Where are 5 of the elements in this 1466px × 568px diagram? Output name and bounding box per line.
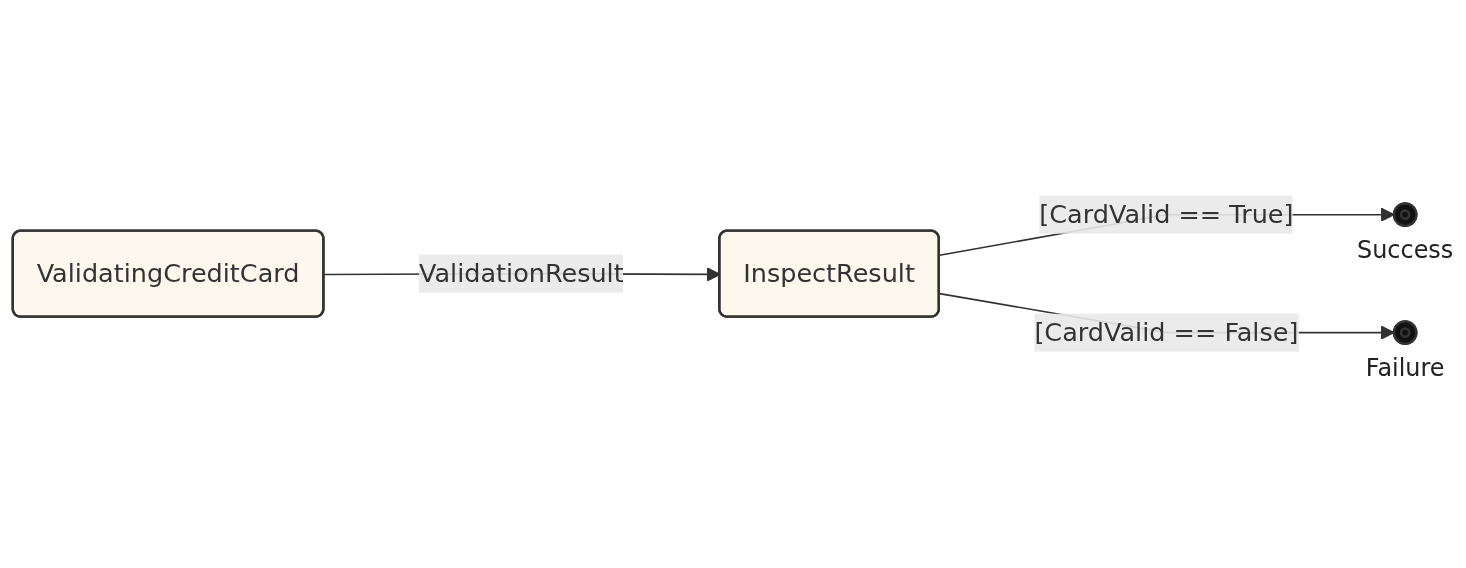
state-caption: Failure [1365,353,1445,382]
edge-label: [CardValid == False] [1034,316,1299,347]
state-caption: Success [1357,235,1454,264]
edge-label: [CardValid == True] [1039,198,1294,230]
edge-label: ValidationResult [419,257,624,288]
